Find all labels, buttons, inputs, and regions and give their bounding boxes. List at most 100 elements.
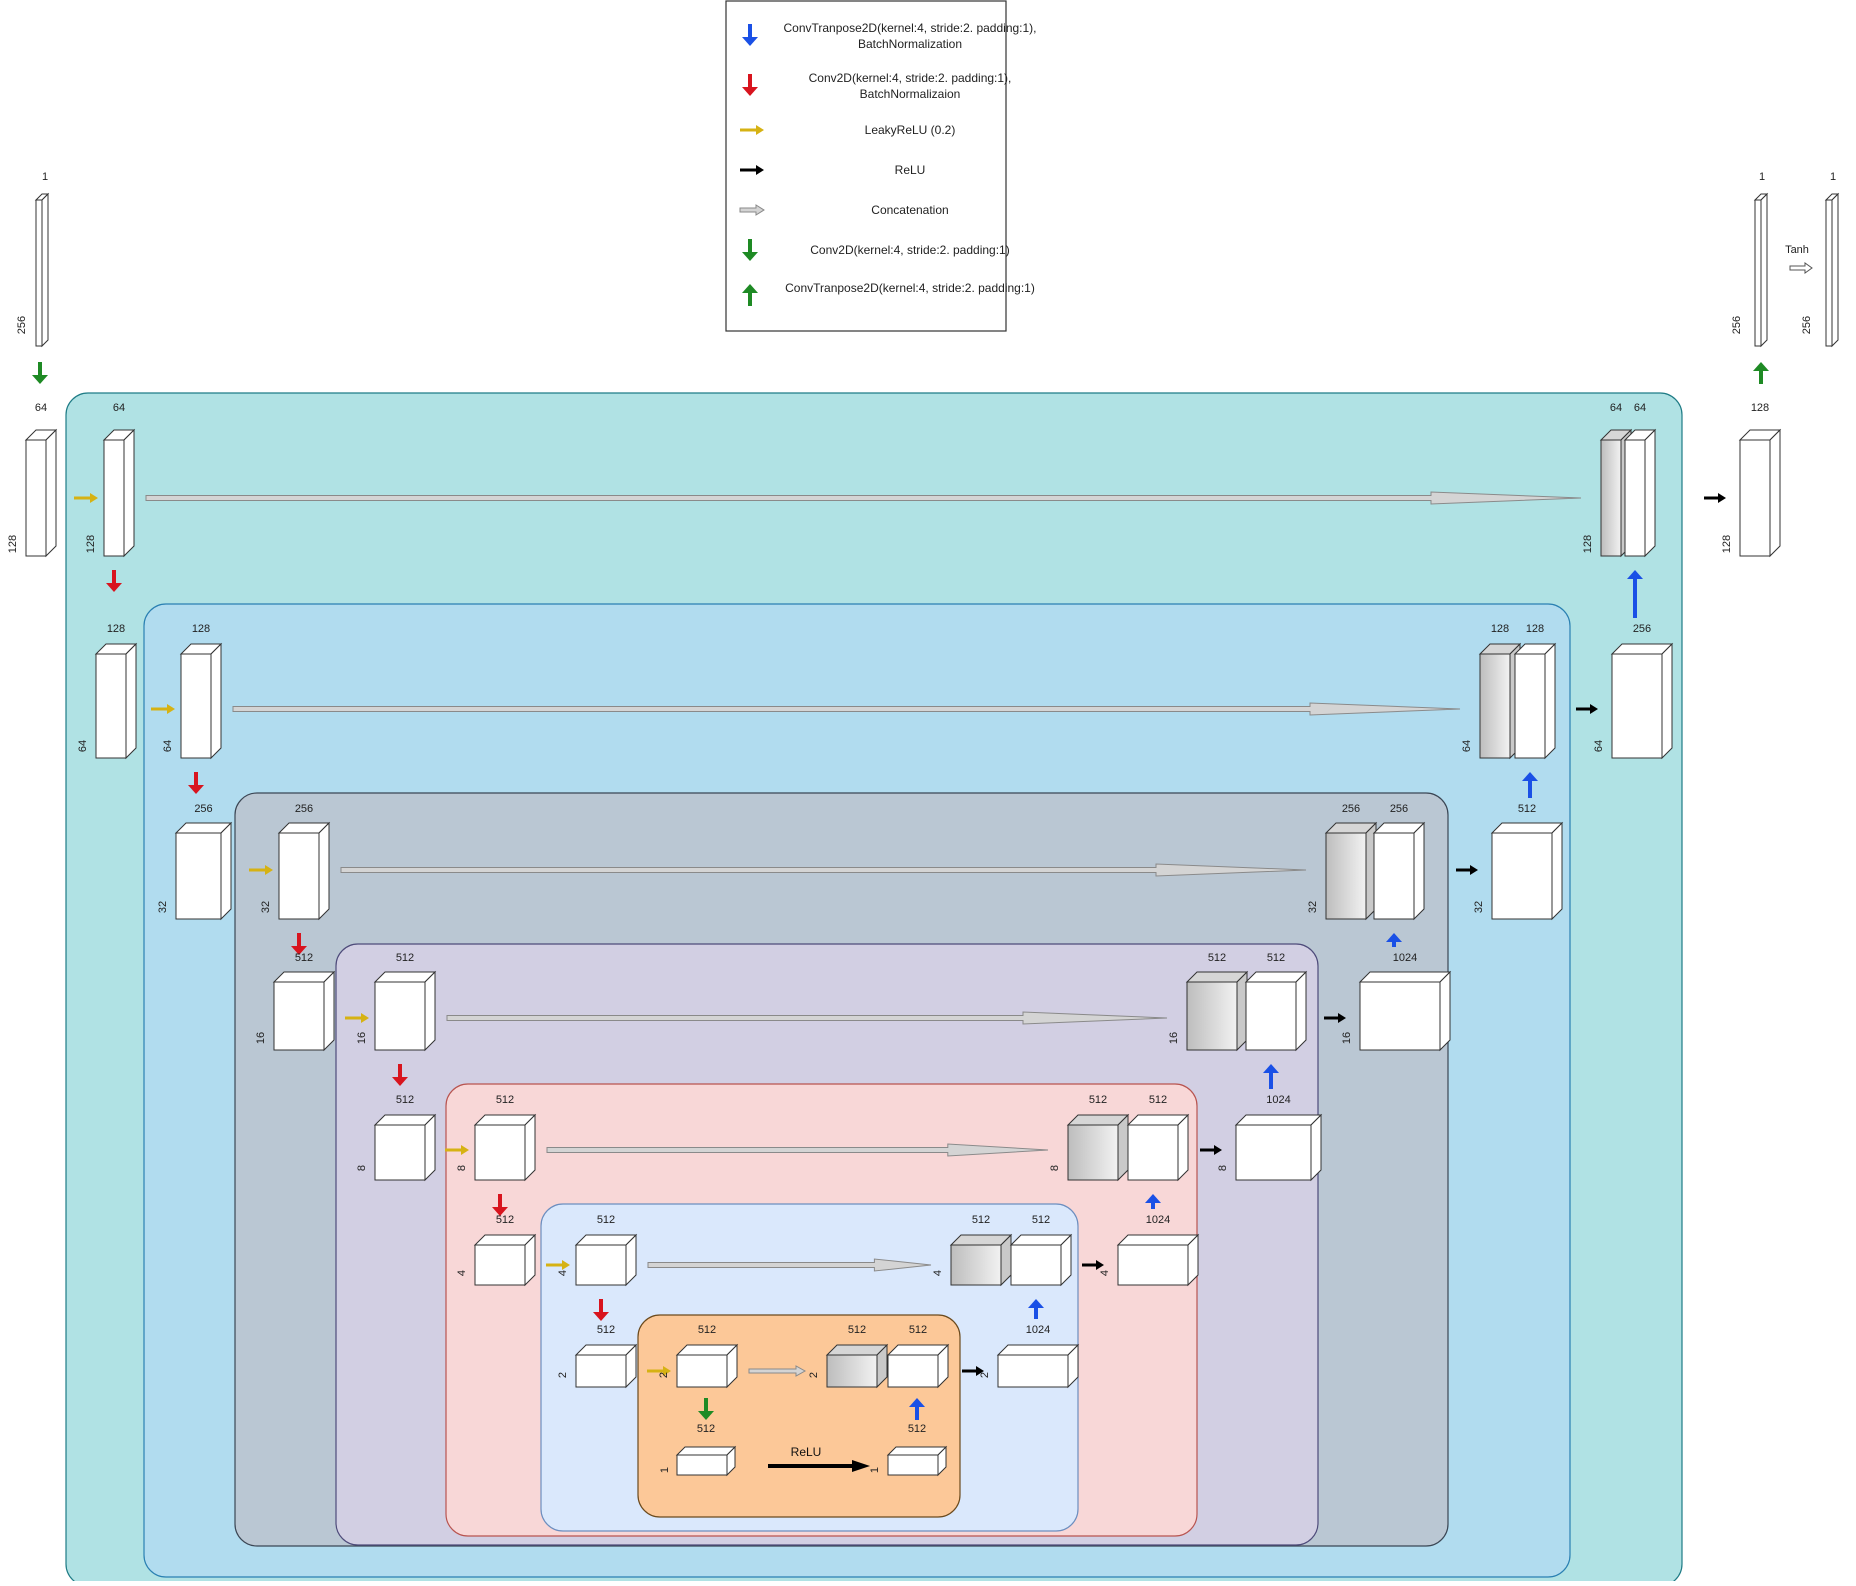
encoder-map-a-level-5 [373, 1113, 437, 1182]
decoder-map-level-2 [1610, 642, 1674, 760]
green-down-arrow-icon [742, 239, 758, 261]
skip-copy-map-level-7 [825, 1343, 889, 1389]
up-channels-label-7: 512 [909, 1324, 927, 1336]
input-feature-map [34, 192, 50, 348]
encoder-map-b-level-6 [574, 1233, 638, 1287]
upsampled-map-level-3 [1372, 821, 1426, 921]
skip-connection-arrow-level-1 [145, 491, 1582, 505]
skip-channels-label-6: 512 [972, 1214, 990, 1226]
encoder-b-channels-label-6: 512 [597, 1214, 615, 1226]
relu-arrow-level-3 [1456, 865, 1478, 875]
encoder-b-size-label-4: 16 [356, 1032, 368, 1044]
relu-arrow-level-6 [1082, 1260, 1104, 1270]
encoder-map-a-level-2 [94, 642, 138, 760]
encoder-b-channels-label-7: 512 [698, 1324, 716, 1336]
relu-arrow-level-2 [1576, 704, 1598, 714]
bottleneck-conv-arrow [698, 1398, 714, 1420]
encoder-b-size-label-7: 2 [658, 1372, 670, 1378]
legend-label-conv2d: Conv2D(kernel:4, stride:2. padding:1) [810, 243, 1010, 257]
decoder-channels-label-5: 1024 [1266, 1094, 1290, 1106]
bottleneck-out-channels-label: 512 [908, 1423, 926, 1435]
encoder-map-a-level-6 [473, 1233, 537, 1287]
upsampled-map-level-4 [1244, 970, 1308, 1052]
decoder-channels-label-7: 1024 [1026, 1324, 1050, 1336]
relu-arrow-level-4 [1324, 1013, 1346, 1023]
skip-size-label-1: 128 [1582, 535, 1594, 553]
up-channels-label-6: 512 [1032, 1214, 1050, 1226]
encoder-a-channels-label-7: 512 [597, 1324, 615, 1336]
leakyrelu-arrow-level-4 [345, 1013, 369, 1023]
encoder-b-channels-label-2: 128 [192, 623, 210, 635]
input-conv-arrow [32, 362, 48, 384]
tanh-arrow [1789, 262, 1813, 274]
skip-copy-map-level-3 [1324, 821, 1378, 921]
encoder-b-channels-label-4: 512 [396, 952, 414, 964]
up-channels-label-2: 128 [1526, 623, 1544, 635]
skip-channels-label-3: 256 [1342, 803, 1360, 815]
conv-down-arrow-level-2 [188, 772, 204, 794]
upsampled-map-level-7 [886, 1343, 950, 1389]
input-size-label: 256 [16, 316, 28, 334]
legend-label-conv2d-bn: Conv2D(kernel:4, stride:2. padding:1), B… [808, 71, 1012, 101]
blue-up-arrow-icon [742, 24, 758, 46]
yellow-right-arrow-icon [740, 125, 764, 135]
encoder-a-size-label-4: 16 [255, 1032, 267, 1044]
decoder-channels-label-6: 1024 [1146, 1214, 1170, 1226]
skip-connection-arrow-level-3 [340, 863, 1307, 877]
legend-label-convtranspose: ConvTranpose2D(kernel:4, stride:2. paddi… [785, 281, 1035, 295]
encoder-a-channels-label-4: 512 [295, 952, 313, 964]
leakyrelu-arrow-level-6 [546, 1260, 570, 1270]
conv-down-arrow-level-5 [492, 1194, 508, 1216]
black-right-arrow-icon [740, 165, 764, 175]
legend-label-relu: ReLU [894, 163, 926, 177]
decoder-channels-label-4: 1024 [1393, 952, 1417, 964]
decoder-size-label-3: 32 [1473, 901, 1485, 913]
bottleneck-in-size-label: 1 [659, 1467, 671, 1473]
output-pre-feature-map [1753, 192, 1769, 348]
skip-connection-arrow-level-5 [546, 1143, 1049, 1157]
skip-connection-arrow-level-6 [647, 1258, 932, 1272]
input-channels-label: 1 [42, 171, 48, 183]
encoder-b-size-label-1: 128 [85, 535, 97, 553]
encoder-a-size-label-1: 128 [7, 535, 19, 553]
tanh-label: Tanh [1785, 244, 1809, 256]
encoder-a-size-label-2: 64 [77, 740, 89, 752]
conv-down-arrow-level-3 [291, 933, 307, 955]
decoder-map-level-1 [1738, 428, 1782, 558]
decoder-size-label-4: 16 [1341, 1032, 1353, 1044]
bottleneck-relu-label: ReLU [791, 1445, 822, 1459]
up-channels-label-4: 512 [1267, 952, 1285, 964]
output-size-label: 256 [1801, 316, 1813, 334]
decoder-size-label-5: 8 [1217, 1165, 1229, 1171]
output-pre-size-label: 256 [1731, 316, 1743, 334]
output-upconv-arrow [1753, 362, 1769, 384]
output-channels-label: 1 [1830, 171, 1836, 183]
bottleneck-output-map [886, 1445, 948, 1477]
leakyrelu-arrow-level-3 [249, 865, 273, 875]
encoder-b-size-label-5: 8 [456, 1165, 468, 1171]
upsampled-map-level-6 [1009, 1233, 1073, 1287]
output-feature-map [1824, 192, 1840, 348]
upconv-arrow-level-2 [1522, 772, 1538, 798]
skip-channels-label-5: 512 [1089, 1094, 1107, 1106]
upsampled-map-level-5 [1126, 1113, 1190, 1182]
output-pre-channels-label: 1 [1759, 171, 1765, 183]
legend-box [725, 0, 1007, 332]
encoder-a-channels-label-5: 512 [396, 1094, 414, 1106]
red-down-arrow-icon [742, 74, 758, 96]
leakyrelu-arrow-level-1 [74, 493, 98, 503]
encoder-a-size-label-6: 4 [456, 1270, 468, 1276]
up-channels-label-5: 512 [1149, 1094, 1167, 1106]
skip-channels-label-4: 512 [1208, 952, 1226, 964]
decoder-map-level-4 [1358, 970, 1452, 1052]
decoder-map-level-3 [1490, 821, 1564, 921]
skip-size-label-4: 16 [1168, 1032, 1180, 1044]
skip-size-label-3: 32 [1307, 901, 1319, 913]
leakyrelu-arrow-level-7 [647, 1366, 671, 1376]
upconv-arrow-level-1 [1627, 570, 1643, 618]
encoder-map-a-level-7 [574, 1343, 638, 1389]
skip-connection-arrow-level-2 [232, 702, 1461, 716]
decoder-channels-label-1: 128 [1751, 402, 1769, 414]
